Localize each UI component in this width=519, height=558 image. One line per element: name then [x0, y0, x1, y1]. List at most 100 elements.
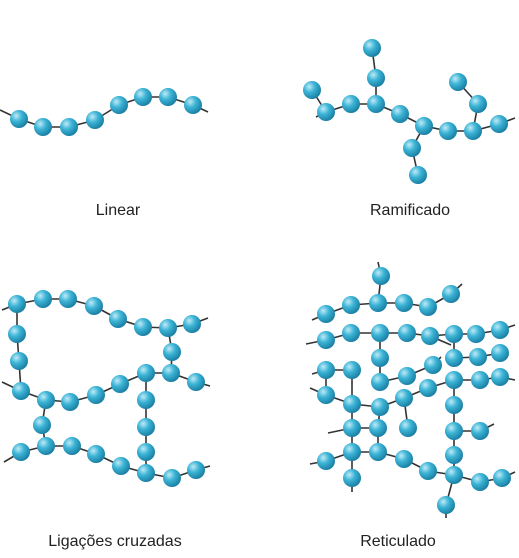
monomer-bead: [471, 371, 489, 389]
monomer-bead: [12, 443, 30, 461]
monomer-bead: [8, 295, 26, 313]
monomer-bead: [369, 419, 387, 437]
monomer-bead: [467, 325, 485, 343]
monomer-bead: [367, 69, 385, 87]
branched-polymer-panel: [303, 39, 516, 184]
monomer-bead: [159, 319, 177, 337]
monomer-bead: [490, 115, 508, 133]
monomer-bead: [415, 117, 433, 135]
monomer-bead: [37, 391, 55, 409]
monomer-bead: [8, 325, 26, 343]
monomer-bead: [493, 469, 511, 487]
monomer-bead: [371, 349, 389, 367]
monomer-bead: [367, 95, 385, 113]
monomer-bead: [419, 462, 437, 480]
monomer-bead: [34, 290, 52, 308]
monomer-bead: [449, 73, 467, 91]
monomer-bead: [87, 445, 105, 463]
monomer-bead: [137, 391, 155, 409]
monomer-bead: [317, 103, 335, 121]
monomer-bead: [37, 437, 55, 455]
monomer-bead: [369, 443, 387, 461]
monomer-bead: [403, 139, 421, 157]
monomer-bead: [60, 118, 78, 136]
monomer-bead: [471, 473, 489, 491]
crosslinked-polymer-panel: [1, 290, 211, 487]
monomer-bead: [471, 422, 489, 440]
monomer-bead: [187, 461, 205, 479]
monomer-bead: [343, 419, 361, 437]
monomer-bead: [303, 81, 321, 99]
monomer-bead: [395, 389, 413, 407]
monomer-bead: [409, 166, 427, 184]
monomer-bead: [421, 327, 439, 345]
monomer-bead: [187, 373, 205, 391]
monomer-bead: [33, 416, 51, 434]
monomer-bead: [398, 367, 416, 385]
monomer-bead: [110, 96, 128, 114]
monomer-bead: [419, 298, 437, 316]
monomer-bead: [343, 361, 361, 379]
monomer-bead: [137, 443, 155, 461]
network-polymer-panel: [305, 261, 516, 518]
monomer-bead: [159, 88, 177, 106]
monomer-bead: [442, 285, 460, 303]
monomer-bead: [137, 418, 155, 436]
monomer-bead: [343, 469, 361, 487]
monomer-bead: [111, 375, 129, 393]
crosslinked-label: Ligações cruzadas: [48, 533, 182, 550]
monomer-bead: [445, 446, 463, 464]
monomer-bead: [85, 297, 103, 315]
monomer-bead: [445, 371, 463, 389]
monomer-bead: [12, 382, 30, 400]
monomer-bead: [371, 373, 389, 391]
monomer-bead: [372, 267, 390, 285]
monomer-bead: [10, 352, 28, 370]
monomer-bead: [445, 422, 463, 440]
monomer-bead: [342, 324, 360, 342]
monomer-bead: [363, 39, 381, 57]
monomer-bead: [342, 95, 360, 113]
monomer-bead: [343, 443, 361, 461]
monomer-bead: [398, 324, 416, 342]
monomer-bead: [371, 398, 389, 416]
monomer-bead: [317, 361, 335, 379]
linear-label: Linear: [95, 202, 141, 219]
monomer-bead: [137, 364, 155, 382]
monomer-bead: [59, 290, 77, 308]
monomer-bead: [134, 88, 152, 106]
branched-label: Ramificado: [369, 202, 451, 219]
monomer-bead: [162, 364, 180, 382]
monomer-bead: [86, 111, 104, 129]
monomer-bead: [163, 469, 181, 487]
linear-polymer-panel: [0, 88, 209, 136]
monomer-bead: [445, 325, 463, 343]
monomer-bead: [371, 324, 389, 342]
monomer-bead: [464, 122, 482, 140]
monomer-bead: [369, 294, 387, 312]
monomer-bead: [491, 368, 509, 386]
monomer-bead: [112, 457, 130, 475]
monomer-bead: [317, 386, 335, 404]
monomer-bead: [395, 450, 413, 468]
monomer-bead: [183, 315, 201, 333]
monomer-bead: [445, 466, 463, 484]
monomer-bead: [469, 95, 487, 113]
monomer-bead: [317, 452, 335, 470]
monomer-bead: [445, 396, 463, 414]
monomer-bead: [134, 318, 152, 336]
monomer-bead: [163, 343, 181, 361]
monomer-bead: [342, 296, 360, 314]
monomer-bead: [184, 96, 202, 114]
monomer-bead: [109, 310, 127, 328]
monomer-bead: [437, 496, 455, 514]
monomer-bead: [395, 294, 413, 312]
monomer-bead: [469, 348, 487, 366]
monomer-bead: [61, 393, 79, 411]
monomer-bead: [424, 356, 442, 374]
monomer-bead: [491, 321, 509, 339]
monomer-bead: [34, 118, 52, 136]
monomer-bead: [10, 110, 28, 128]
monomer-bead: [391, 105, 409, 123]
